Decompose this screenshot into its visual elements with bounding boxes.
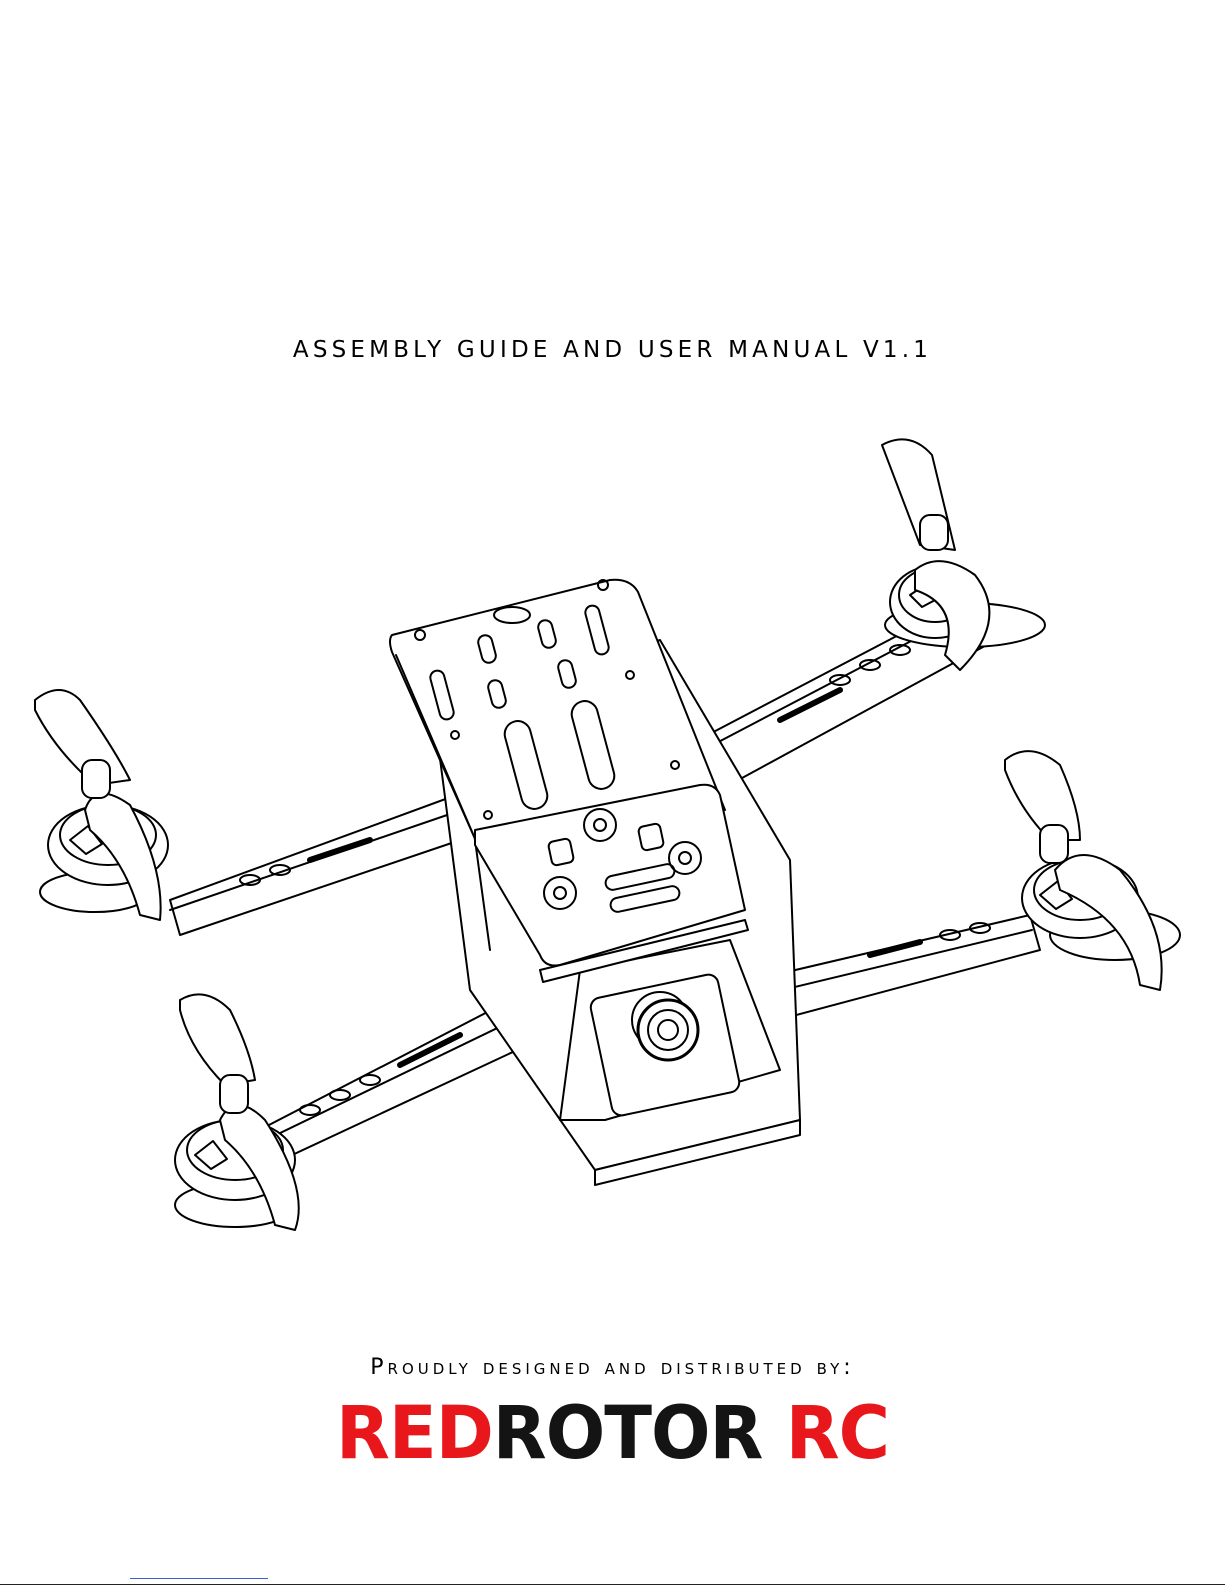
brand-logo-rotor: ROTOR — [493, 1390, 763, 1476]
brand-logo-rc: RC — [786, 1390, 889, 1476]
brand-logo-red: RED — [336, 1390, 493, 1476]
distributor-tagline: Proudly designed and distributed by: — [0, 1355, 1225, 1380]
brand-logo: REDROTOR RC — [0, 1391, 1225, 1475]
document-title: Assembly guide and user manual V1.1 — [0, 337, 1225, 363]
footer-link-underline — [130, 1578, 268, 1579]
fpv-camera — [589, 973, 741, 1117]
arm-back-left — [170, 790, 490, 935]
quadcopter-illustration — [20, 430, 1210, 1270]
